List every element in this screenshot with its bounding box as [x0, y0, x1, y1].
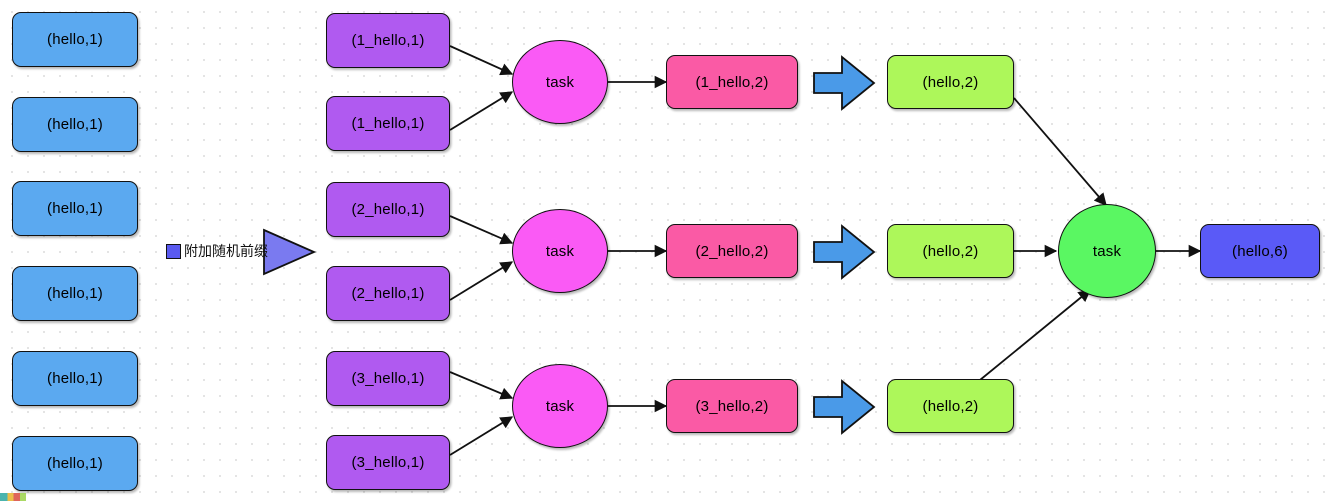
stripped-box-2[interactable]: (hello,2)	[887, 224, 1014, 278]
task-circle-label: task	[545, 397, 575, 415]
partial-box-3[interactable]: (3_hello,2)	[666, 379, 798, 433]
edge-prefixed6-task3	[449, 416, 514, 456]
block-arrow-strip-prefix-2	[813, 224, 876, 280]
prefixed-box-label: (1_hello,1)	[351, 32, 425, 49]
prefixed-box-5[interactable]: (3_hello,1)	[326, 351, 450, 406]
block-arrow-strip-prefix-1	[813, 55, 876, 111]
input-box-1[interactable]: (hello,1)	[12, 12, 138, 67]
block-arrow-strip-prefix-3	[813, 379, 876, 435]
prefixed-box-label: (3_hello,1)	[351, 454, 425, 471]
stripped-box-label: (hello,2)	[922, 242, 979, 260]
stripped-box-label: (hello,2)	[922, 397, 979, 415]
prefixed-box-label: (2_hello,1)	[351, 285, 425, 302]
final-result-label: (hello,6)	[1232, 242, 1288, 260]
prefixed-box-2[interactable]: (1_hello,1)	[326, 96, 450, 151]
partial-box-2[interactable]: (2_hello,2)	[666, 224, 798, 278]
input-box-label: (hello,1)	[47, 31, 103, 48]
input-box-label: (hello,1)	[47, 370, 103, 387]
prefixed-box-label: (2_hello,1)	[351, 201, 425, 218]
edge-stripped1-final-task	[1013, 97, 1107, 206]
prefixed-box-4[interactable]: (2_hello,1)	[326, 266, 450, 321]
partial-box-label: (3_hello,2)	[695, 397, 769, 415]
input-box-label: (hello,1)	[47, 285, 103, 302]
task-circle-3[interactable]: task	[512, 364, 608, 448]
task-circle-label: task	[545, 242, 575, 260]
input-box-3[interactable]: (hello,1)	[12, 181, 138, 236]
final-task-label: task	[1092, 242, 1122, 260]
partial-box-1[interactable]: (1_hello,2)	[666, 55, 798, 109]
input-box-2[interactable]: (hello,1)	[12, 97, 138, 152]
prefixed-box-1[interactable]: (1_hello,1)	[326, 13, 450, 68]
edge-prefixed4-task2	[449, 261, 514, 301]
prefix-swatch-icon	[166, 243, 181, 259]
task-circle-2[interactable]: task	[512, 209, 608, 293]
legend-prefix: 附加随机前缀	[166, 241, 268, 261]
task-circle-1[interactable]: task	[512, 40, 608, 124]
edge-prefixed2-task1	[449, 91, 514, 131]
input-box-4[interactable]: (hello,1)	[12, 266, 138, 321]
corner-watermark	[0, 493, 26, 501]
edge-prefixed5-task3	[449, 371, 514, 400]
legend-label: 附加随机前缀	[184, 244, 268, 260]
input-box-label: (hello,1)	[47, 200, 103, 217]
prefixed-box-3[interactable]: (2_hello,1)	[326, 182, 450, 237]
legend-arrow-icon	[263, 228, 317, 276]
final-task-circle[interactable]: task	[1058, 204, 1156, 298]
partial-box-label: (2_hello,2)	[695, 242, 769, 260]
stripped-box-3[interactable]: (hello,2)	[887, 379, 1014, 433]
edge-prefixed1-task1	[449, 45, 514, 76]
input-box-label: (hello,1)	[47, 116, 103, 133]
input-box-5[interactable]: (hello,1)	[12, 351, 138, 406]
final-result-box[interactable]: (hello,6)	[1200, 224, 1320, 278]
prefixed-box-label: (3_hello,1)	[351, 370, 425, 387]
edge-stripped3-final-task	[979, 289, 1091, 381]
input-box-6[interactable]: (hello,1)	[12, 436, 138, 491]
stripped-box-1[interactable]: (hello,2)	[887, 55, 1014, 109]
edge-prefixed3-task2	[449, 215, 514, 245]
prefixed-box-label: (1_hello,1)	[351, 115, 425, 132]
task-circle-label: task	[545, 73, 575, 91]
partial-box-label: (1_hello,2)	[695, 73, 769, 91]
stripped-box-label: (hello,2)	[922, 73, 979, 91]
input-box-label: (hello,1)	[47, 455, 103, 472]
prefixed-box-6[interactable]: (3_hello,1)	[326, 435, 450, 490]
